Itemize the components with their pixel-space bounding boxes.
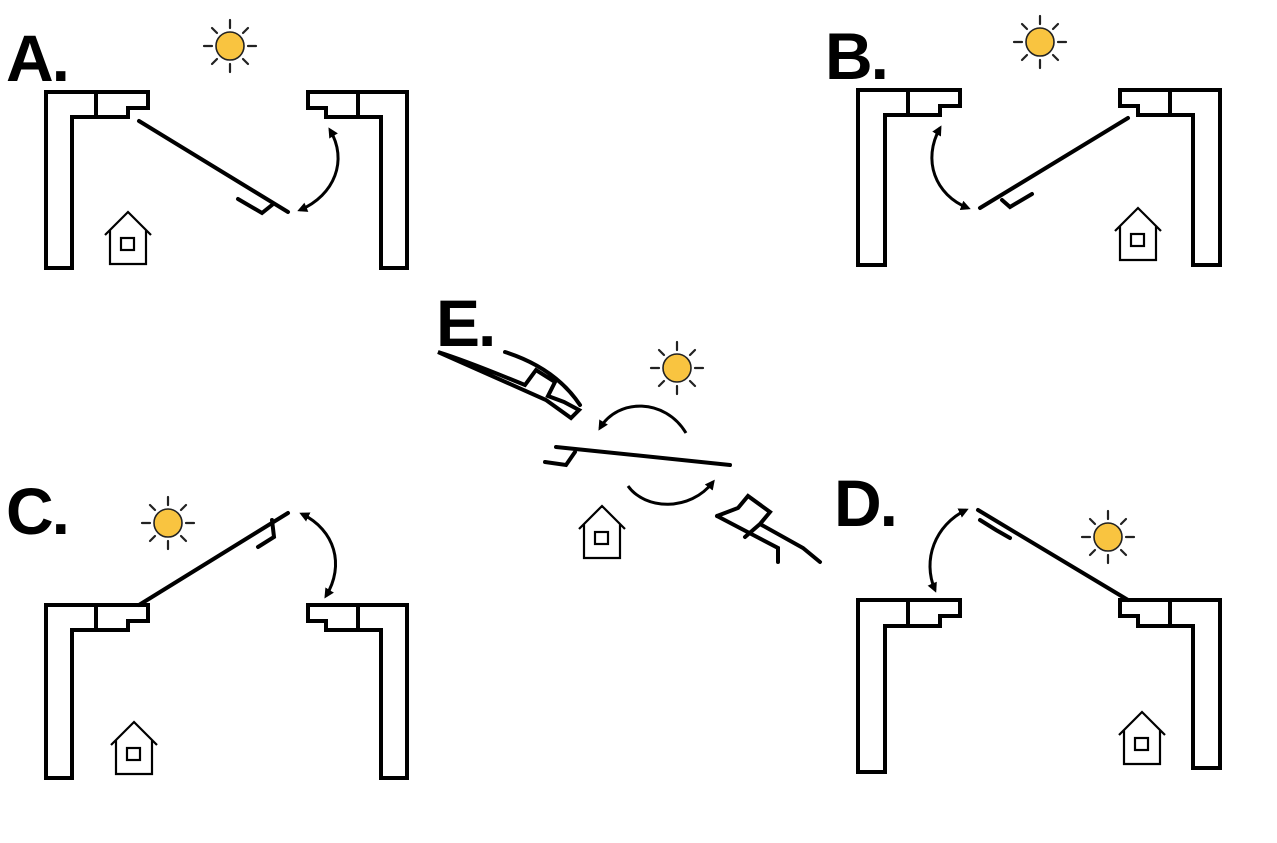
panel-a [44, 18, 409, 270]
house-icon [109, 720, 159, 776]
double-arrow-icon [297, 127, 340, 212]
sun-icon [202, 18, 258, 74]
frame-right [306, 603, 409, 780]
double-arrow-icon [930, 125, 971, 211]
panel-e [437, 340, 822, 564]
sun-icon [1012, 14, 1068, 70]
sash-handle [236, 197, 274, 216]
frame-right [1118, 88, 1222, 267]
sun-icon [649, 340, 705, 396]
frame-left [44, 90, 150, 270]
double-arrow-icon [927, 508, 969, 593]
sun-icon [140, 495, 196, 551]
double-arrow-icon [299, 512, 338, 599]
sash [137, 511, 290, 607]
sash-handle [1000, 192, 1034, 210]
sash [554, 445, 732, 467]
sash [976, 508, 1130, 602]
frame-right [1118, 598, 1222, 770]
frame-upper [437, 350, 583, 421]
panel-c [44, 495, 409, 780]
frame-left [856, 88, 962, 267]
panel-label-b: B. [825, 19, 889, 93]
sash [978, 116, 1130, 210]
frame-right [306, 90, 409, 270]
sun-icon [1080, 509, 1136, 565]
frame-left [856, 598, 962, 774]
sash [137, 119, 290, 214]
sash-handle [978, 518, 1012, 540]
frame-lower [715, 493, 822, 564]
frame-left [44, 603, 150, 780]
panel-label-a: A. [6, 21, 70, 95]
panel-b [856, 14, 1222, 267]
panel-label-e: E. [436, 286, 496, 360]
sash-handle [256, 518, 277, 549]
arrow-upper [598, 404, 688, 434]
house-icon [577, 504, 627, 560]
panel-label-c: C. [6, 474, 70, 548]
panel-label-d: D. [834, 466, 898, 540]
house-icon [1117, 710, 1167, 766]
sash-handle [543, 450, 577, 468]
house-icon [1113, 206, 1163, 262]
arrow-lower [626, 479, 715, 506]
house-icon [103, 210, 153, 266]
panel-d [856, 508, 1222, 774]
